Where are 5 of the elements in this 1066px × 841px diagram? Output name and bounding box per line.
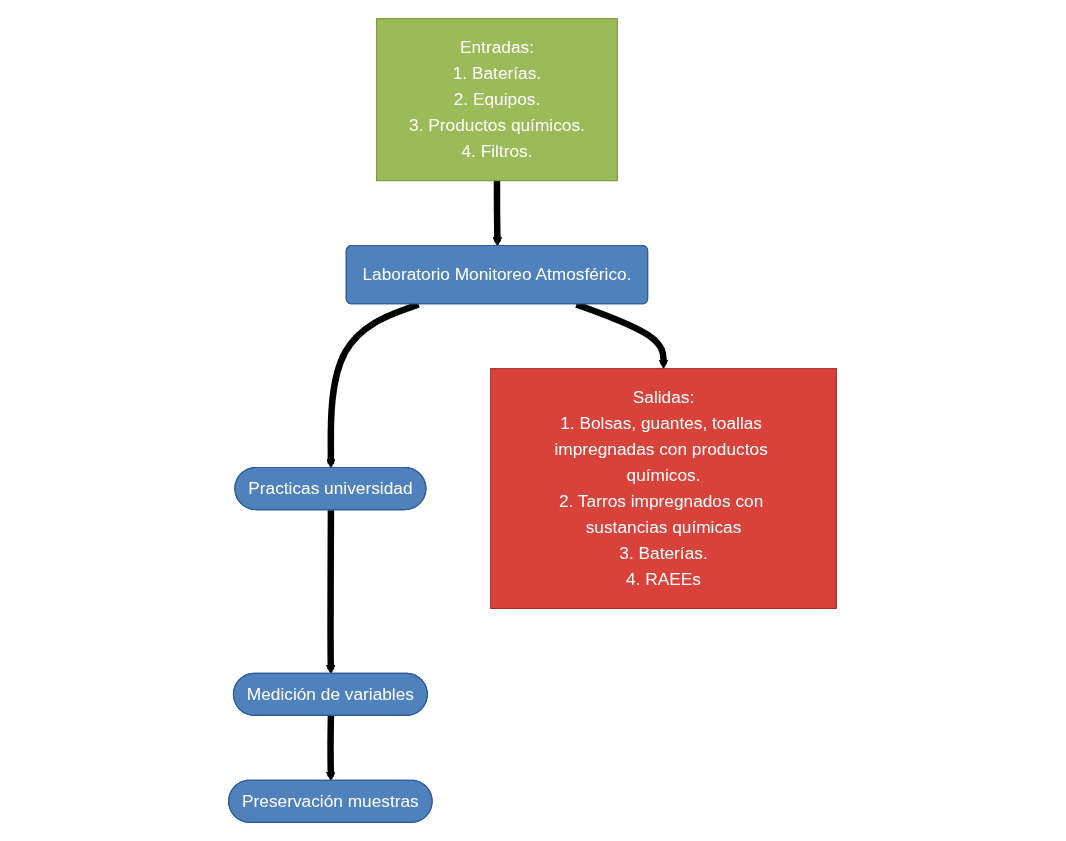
arrow: [326, 715, 336, 782]
arrow: [326, 510, 336, 675]
arrow: [493, 180, 503, 247]
node-box: Entradas: 1. Baterías. 2. Equipos. 3. Productos químicos. 4. Filtros.: [376, 18, 619, 182]
node-box: Salidas: 1. Bolsas, guantes, toallas impregnadas con productos químicos. 2. Tarros impregnados con sustancias químicas 3. Baterías. 4. RAEEs: [490, 368, 838, 609]
